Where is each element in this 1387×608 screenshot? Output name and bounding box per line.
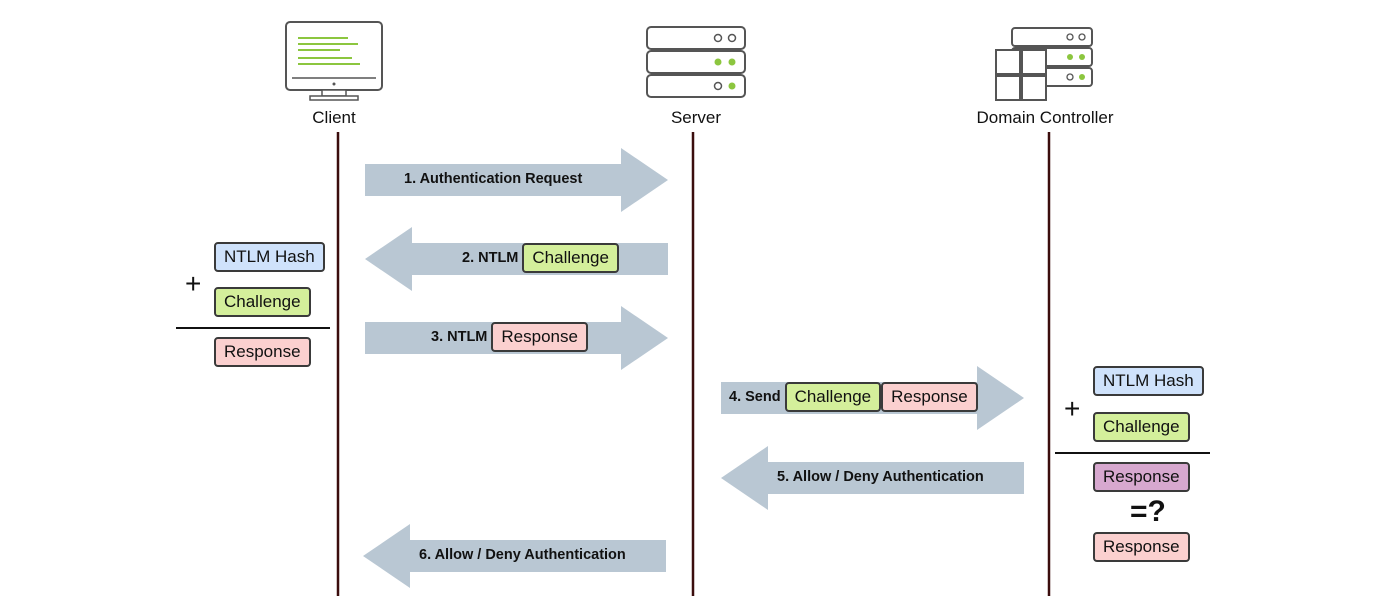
step-1-text: 1. Authentication Request <box>404 171 583 187</box>
step-4-label: 4. Send Challenge Response <box>729 382 978 412</box>
domain-controller-icon <box>995 27 1093 101</box>
dc-challenge-token: Challenge <box>1093 412 1190 442</box>
domain-controller-label: Domain Controller <box>976 108 1114 127</box>
step-3-label: 3. NTLM Response <box>431 322 588 352</box>
client-monitor-icon <box>285 21 383 101</box>
dc-received-response-token: Response <box>1093 532 1190 562</box>
step-1-label: 1. Authentication Request <box>404 171 582 187</box>
step-2-text: 2. NTLM <box>462 250 519 266</box>
equals-question-symbol: =? <box>1130 495 1166 528</box>
arrow-step-1 <box>365 148 668 212</box>
server-stack-icon <box>646 26 746 98</box>
step-6-label: 6. Allow / Deny Authentication <box>419 547 626 563</box>
step-6-text: 6. Allow / Deny Authentication <box>419 547 626 563</box>
client-ntlm-hash-token: NTLM Hash <box>214 242 325 272</box>
step-5-text: 5. Allow / Deny Authentication <box>777 469 984 485</box>
dc-plus-sign: + <box>1064 393 1081 424</box>
challenge-token: Challenge <box>522 243 619 273</box>
step-3-text: 3. NTLM <box>431 329 488 345</box>
client-response-token: Response <box>214 337 311 367</box>
challenge-token: Challenge <box>784 382 882 412</box>
client-challenge-token: Challenge <box>214 287 311 317</box>
step-2-label: 2. NTLM Challenge <box>462 243 619 273</box>
response-token: Response <box>491 322 588 352</box>
arrow-step-5 <box>721 446 1024 510</box>
client-plus-sign: + <box>185 268 202 299</box>
dc-ntlm-hash-token: NTLM Hash <box>1093 366 1204 396</box>
arrow-step-6 <box>363 524 666 588</box>
server-label: Server <box>670 108 722 127</box>
step-5-label: 5. Allow / Deny Authentication <box>777 469 984 485</box>
client-label: Client <box>312 108 356 127</box>
step-4-text: 4. Send <box>729 389 781 405</box>
dc-computed-response-token: Response <box>1093 462 1190 492</box>
response-token: Response <box>881 382 978 412</box>
